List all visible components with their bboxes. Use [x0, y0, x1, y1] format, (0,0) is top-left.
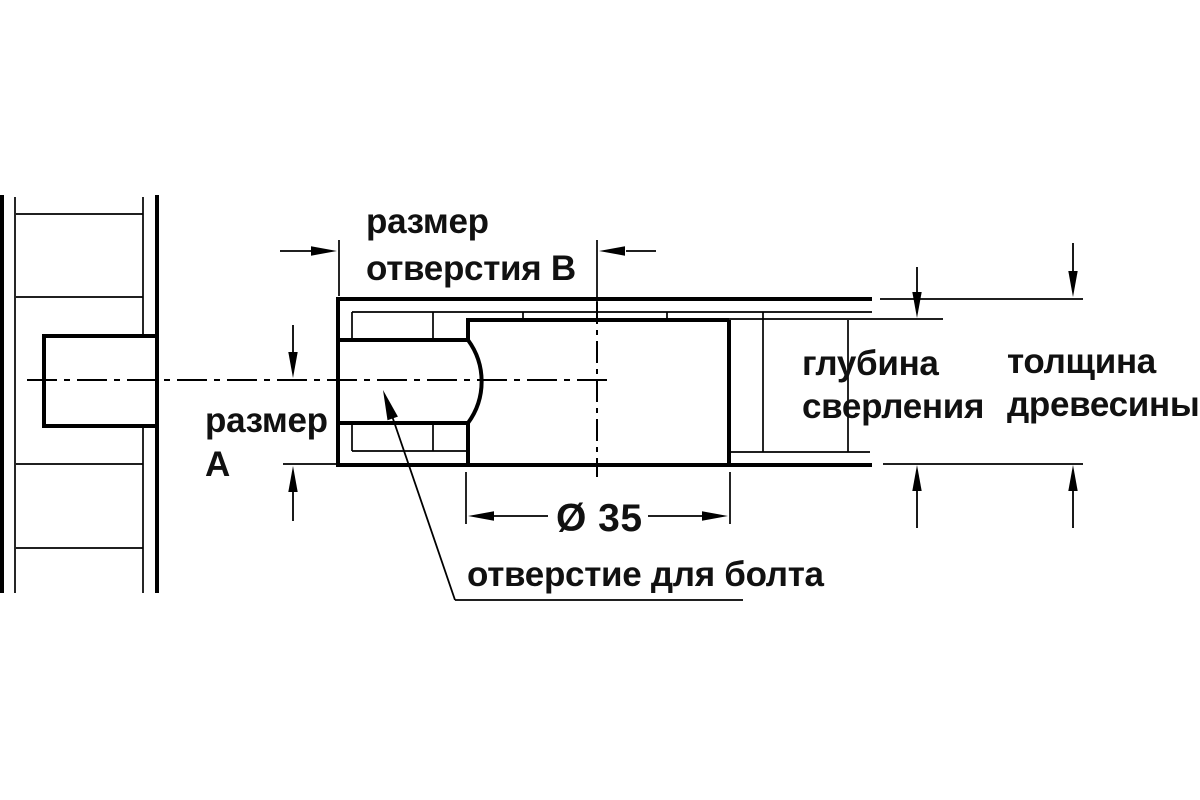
labels: размер отверстия В размер А глубина свер…	[205, 202, 1200, 594]
d35-arrow-right	[702, 511, 728, 521]
label-bolt-hole: отверстие для болта	[467, 555, 825, 594]
leader-arrow-head	[383, 390, 398, 421]
a-arrow-bottom-head	[288, 466, 298, 492]
leader-line	[389, 409, 456, 601]
b-arrow-left-head	[311, 246, 337, 256]
b-arrow-right-head	[599, 246, 625, 256]
left-panel-section-lines	[16, 213, 143, 549]
bolt-channel-drill-end-arc	[466, 338, 484, 425]
label-hole-size-b-line2: отверстия В	[366, 249, 576, 288]
label-hole-size-b-line1: размер	[366, 202, 489, 241]
thickness-arrow-top-head	[1068, 271, 1078, 297]
centerlines	[27, 302, 607, 477]
inner-verticals-bottom-left	[351, 423, 434, 451]
label-drilling-depth-line1: глубина	[802, 344, 939, 383]
dimension-size-a	[283, 325, 338, 521]
thickness-arrow-bottom-head	[1068, 465, 1078, 491]
left-panel-section	[0, 195, 159, 593]
label-drilling-depth-line2: сверления	[802, 387, 984, 426]
depth-arrow-bottom-head	[912, 465, 922, 491]
label-diameter-35: Ø 35	[556, 497, 643, 540]
dimension-diameter-35	[465, 472, 731, 524]
depth-arrow-top-head	[912, 292, 922, 318]
inner-verticals-top-left	[351, 312, 434, 340]
bolt-hole-leader	[383, 390, 743, 601]
label-size-a-line1: размер	[205, 401, 328, 440]
d35-arrow-left	[468, 511, 494, 521]
label-wood-thickness-line2: древесины	[1007, 385, 1199, 424]
label-wood-thickness-line1: толщина	[1007, 342, 1157, 381]
inner-ticks-cam-hole	[522, 312, 668, 320]
a-arrow-top-head	[288, 352, 298, 378]
label-size-a-line2: А	[205, 445, 230, 484]
cam-housing-panel-section	[336, 297, 943, 467]
dimension-wood-thickness	[880, 243, 1083, 528]
inner-verticals-right	[762, 312, 849, 452]
dimension-hole-size-b	[280, 240, 656, 302]
